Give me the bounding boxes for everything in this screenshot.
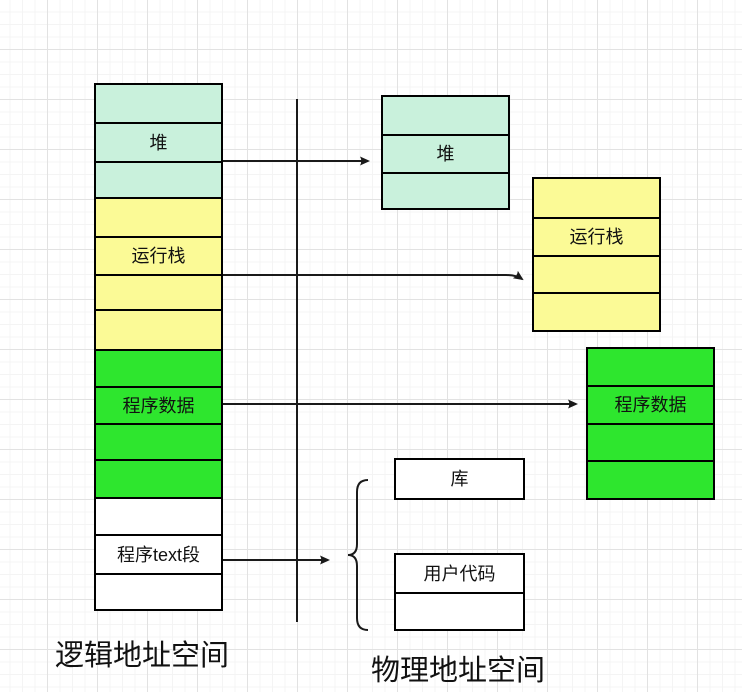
library-box: 库	[394, 458, 525, 500]
logical-address-column-cell-12	[96, 497, 221, 534]
logical-address-column-cell-2: 堆	[96, 122, 221, 161]
physical-heap-box-cell-3	[383, 172, 508, 208]
logical-address-column-cell-5: 运行栈	[96, 236, 221, 274]
physical-stack-box-label: 运行栈	[569, 227, 624, 247]
physical-data-box-label: 程序数据	[614, 395, 687, 415]
logical-address-column-cell-13: 程序text段	[96, 534, 221, 573]
user-code-box-cell-1: 用户代码	[396, 555, 523, 592]
physical-data-box-cell-3	[588, 423, 713, 460]
library-box-cell-1: 库	[396, 460, 523, 498]
logical-address-column-cell-3	[96, 161, 221, 197]
logical-address-column-cell-4	[96, 197, 221, 236]
physical-stack-box-cell-4	[534, 292, 659, 330]
logical-address-column-cell-10	[96, 423, 221, 459]
physical-heap-box-cell-1	[383, 97, 508, 134]
physical-stack-box: 运行栈	[532, 177, 661, 332]
logical-address-column-label: 运行栈	[131, 246, 186, 266]
logical-address-column-cell-1	[96, 85, 221, 122]
logical-address-column-cell-8	[96, 349, 221, 386]
library-box-label: 库	[450, 469, 469, 489]
logical-address-column-cell-11	[96, 459, 221, 497]
logical-address-column-cell-9: 程序数据	[96, 386, 221, 423]
logical-address-column-label: 程序text段	[116, 544, 200, 565]
physical-data-box-cell-1	[588, 349, 713, 385]
physical-stack-box-cell-1	[534, 179, 659, 217]
logical-address-column-label: 程序数据	[122, 395, 195, 416]
logical-address-column-cell-14	[96, 573, 221, 609]
physical-data-box-cell-4	[588, 460, 713, 498]
user-code-box-cell-2	[396, 592, 523, 629]
physical-address-space-caption: 物理地址空间	[371, 655, 546, 687]
user-code-box: 用户代码	[394, 553, 525, 631]
logical-address-column: 堆运行栈程序数据程序text段	[94, 83, 223, 611]
physical-stack-box-cell-3	[534, 255, 659, 292]
physical-data-box: 程序数据	[586, 347, 715, 500]
logical-address-column-label: 堆	[149, 132, 168, 153]
logical-address-column-cell-7	[96, 309, 221, 349]
brace	[347, 479, 369, 631]
arrow-stack-mapping	[221, 270, 524, 281]
user-code-box-label: 用户代码	[423, 563, 496, 584]
physical-data-box-cell-2: 程序数据	[588, 385, 713, 423]
physical-stack-box-cell-2: 运行栈	[534, 217, 659, 255]
physical-heap-box-label: 堆	[436, 144, 455, 164]
logical-address-column-cell-6	[96, 274, 221, 309]
physical-heap-box: 堆	[381, 95, 510, 210]
physical-heap-box-cell-2: 堆	[383, 134, 508, 172]
logical-address-space-caption: 逻辑地址空间	[55, 640, 230, 672]
